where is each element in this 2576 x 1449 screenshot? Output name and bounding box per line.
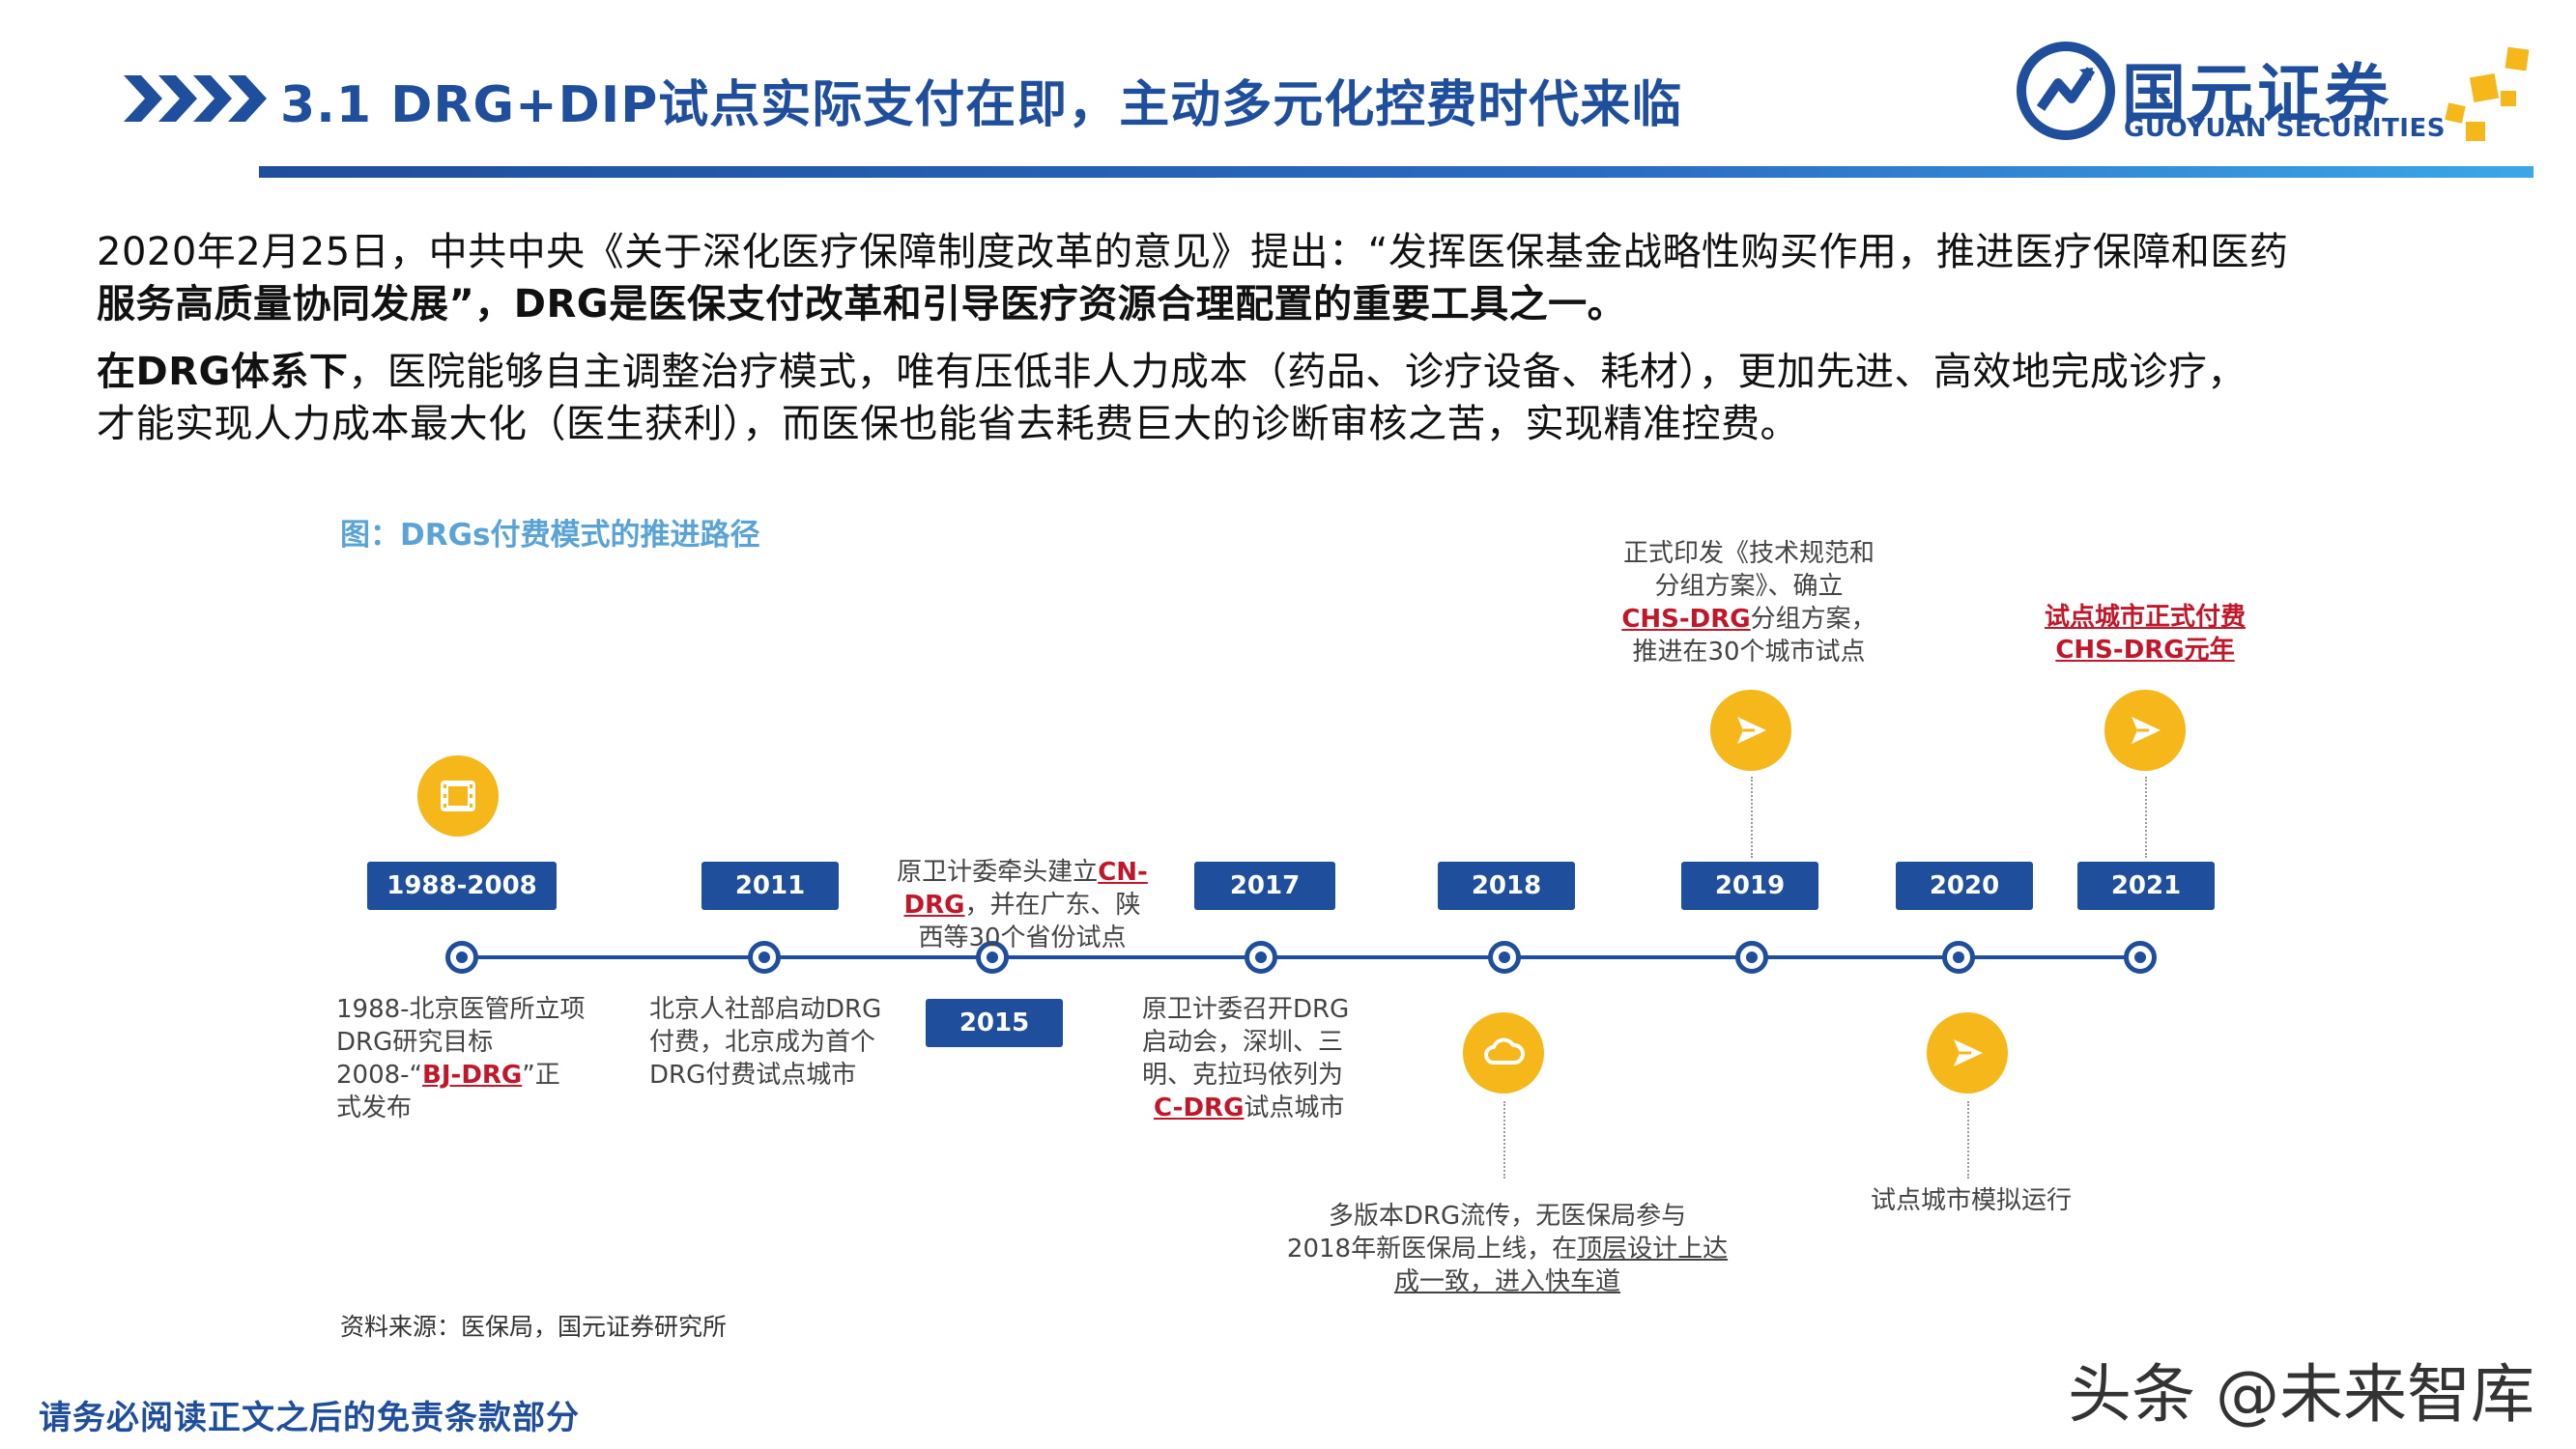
paragraph-2-line-1: 在DRG体系下，医院能够自主调整治疗模式，唯有压低非人力成本（药品、诊疗设备、耗… [97, 350, 2247, 394]
send-icon [1710, 690, 1791, 771]
year-label-2018: 2018 [1438, 862, 1575, 910]
year-label-1988-2008: 1988-2008 [367, 862, 557, 910]
timeline-dot-2017 [1245, 941, 1277, 974]
logo-text-cn: 国元证券 [2122, 57, 2392, 131]
figure-title: 图：DRGs付费模式的推进路径 [340, 518, 760, 553]
logo-gold-squares-icon [2445, 46, 2530, 141]
paragraph-1-line-1: 2020年2月25日，中共中央《关于深化医疗保障制度改革的意见》提出：“发挥医保… [97, 230, 2289, 274]
note-1988-2008: 1988-北京医管所立项 DRG研究目标 2008-“BJ-DRG”正 式发布 [336, 995, 586, 1122]
guoyuan-logo-icon [2017, 42, 2115, 140]
year-label-2015: 2015 [926, 999, 1063, 1047]
header-divider [259, 166, 2533, 178]
year-label-2011: 2011 [701, 862, 839, 910]
note-2011: 北京人社部启动DRG 付费，北京成为首个 DRG付费试点城市 [649, 995, 882, 1090]
connector-2021 [2145, 777, 2147, 858]
timeline-dot-2018 [1488, 941, 1521, 974]
connector-2019 [1751, 777, 1753, 858]
timeline-dot-2011 [748, 941, 781, 974]
note-2018: 多版本DRG流传，无医保局参与 2018年新医保局上线，在顶层设计上达 成一致，… [1286, 1202, 1729, 1296]
page-title: 3.1 DRG+DIP试点实际支付在即，主动多元化控费时代来临 [280, 76, 1683, 134]
timeline-dot-2020 [1942, 941, 1975, 974]
note-2015: 原卫计委牵头建立CN- DRG，并在广东、陕 西等30个省份试点 [897, 858, 1148, 952]
disclaimer: 请务必阅读正文之后的免责条款部分 [39, 1399, 580, 1437]
note-2017: 原卫计委召开DRG 启动会，深圳、三 明、克拉玛依列为 C-DRG试点城市 [1142, 995, 1350, 1122]
note-2021: 试点城市正式付费 CHS-DRG元年 [2044, 603, 2246, 665]
timeline-dot-2019 [1735, 941, 1768, 974]
connector-2020 [1967, 1101, 1969, 1179]
timeline-dot-2015 [976, 941, 1009, 974]
year-label-2019: 2019 [1681, 862, 1818, 910]
watermark: 头条 @未来智库 [2068, 1357, 2534, 1432]
timeline-dot-1988 [445, 941, 478, 974]
note-2019: 正式印发《技术规范和 分组方案》、确立 CHS-DRG分组方案， 推进在30个城… [1621, 539, 1876, 667]
paragraph-2: 在DRG体系下，医院能够自主调整治疗模式，唯有压低非人力成本（药品、诊疗设备、耗… [97, 346, 2247, 450]
title-chevrons-icon [124, 75, 267, 122]
paragraph-1-line-2: 服务高质量协同发展”，DRG是医保支付改革和引导医疗资源合理配置的重要工具之一。 [97, 282, 1627, 327]
year-label-2021: 2021 [2077, 862, 2215, 910]
year-label-2017: 2017 [1194, 862, 1335, 910]
paragraph-2-line-2: 才能实现人力成本最大化（医生获利），而医保也能省去耗费巨大的诊断审核之苦，实现精… [97, 402, 1799, 446]
send-icon [1927, 1012, 2008, 1094]
timeline-dot-2021 [2124, 941, 2157, 974]
logo-text-en: GUOYUAN SECURITIES [2124, 114, 2446, 143]
send-icon [2104, 690, 2186, 771]
film-icon [417, 755, 499, 837]
paragraph-1: 2020年2月25日，中共中央《关于深化医疗保障制度改革的意见》提出：“发挥医保… [97, 226, 2288, 330]
connector-2018 [1503, 1101, 1505, 1179]
source-note: 资料来源：医保局，国元证券研究所 [340, 1313, 728, 1341]
note-2020: 试点城市模拟运行 [1870, 1186, 2072, 1215]
timeline-axis [462, 955, 2147, 959]
cloud-icon [1463, 1012, 1544, 1094]
year-label-2020: 2020 [1896, 862, 2033, 910]
